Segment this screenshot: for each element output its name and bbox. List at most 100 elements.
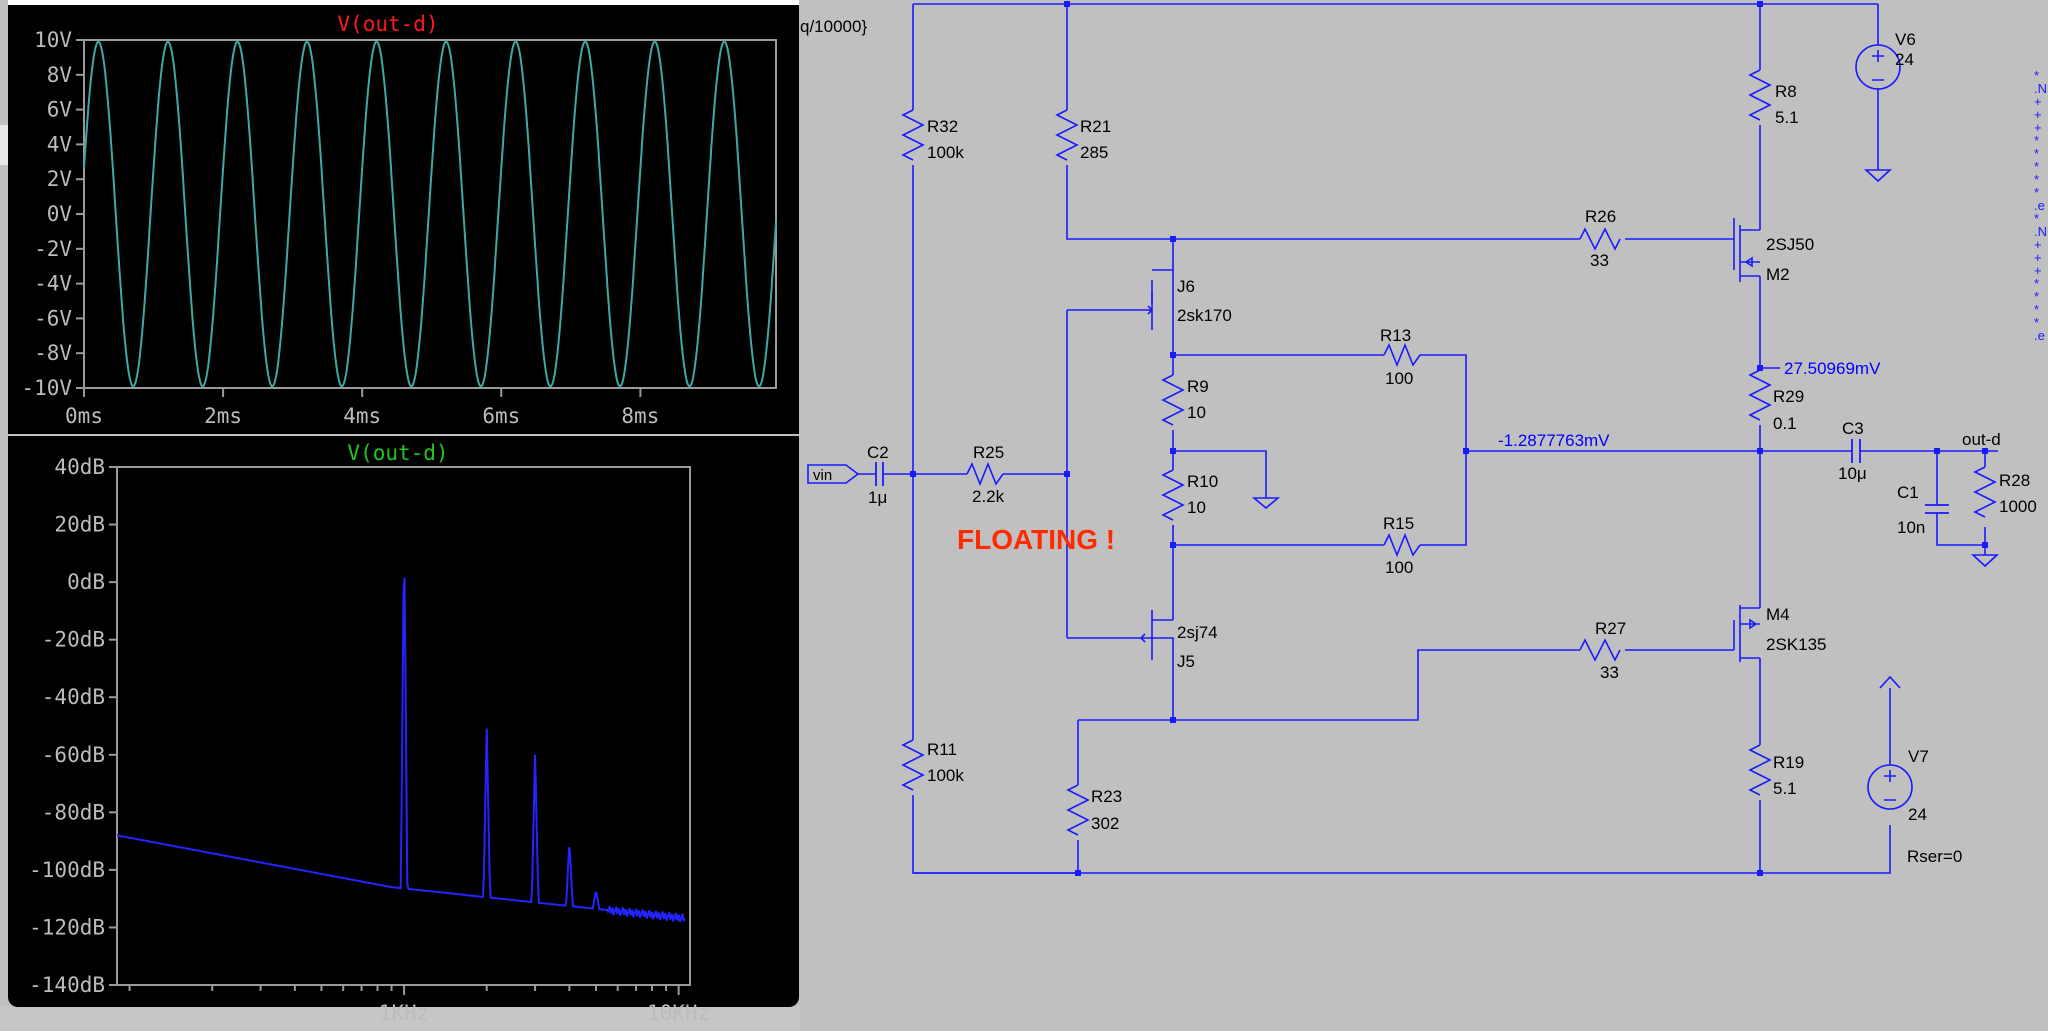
x-tick-label: 6ms: [482, 404, 520, 428]
value-V7: 24: [1908, 805, 1927, 824]
capacitor-symbols: [875, 439, 1949, 514]
M4-symbol: [1733, 605, 1761, 662]
spice-fragment: *: [2034, 185, 2039, 200]
vin-port[interactable]: vin: [807, 464, 860, 484]
R8-symbol: [1748, 69, 1772, 121]
y-tick-label: 20dB: [54, 513, 105, 537]
x-tick-label: 8ms: [621, 404, 659, 428]
y-tick-label: -2V: [34, 237, 72, 261]
spice-directive-fragments: *.N+++*****.e*.N+++****.e: [2034, 68, 2047, 343]
background-window-edge-bottom: [0, 1006, 800, 1031]
R15-symbol: [1383, 532, 1421, 558]
label-R27: R27: [1595, 619, 1626, 638]
label-R19: R19: [1773, 753, 1804, 772]
label-R11: R11: [927, 740, 957, 759]
value-R10: 10: [1187, 498, 1206, 517]
label-R8: R8: [1775, 82, 1797, 101]
y-tick-label: 8V: [47, 63, 73, 87]
label-R9: R9: [1187, 377, 1209, 396]
resistor-symbols: [901, 69, 1997, 836]
label-V7: V7: [1908, 747, 1929, 766]
value-C2: 1μ: [868, 488, 887, 507]
background-window-edge: [0, 125, 8, 165]
y-tick-label: -80dB: [42, 800, 105, 824]
label-out-d: out-d: [1962, 430, 2001, 449]
label-R29: R29: [1773, 387, 1804, 406]
node-voltage-mid: -1.2877763mV: [1498, 431, 1610, 450]
value-R28: 1000: [1999, 497, 2037, 516]
fft-plot-title: V(out-d): [347, 441, 448, 465]
y-tick-label: 6V: [47, 98, 73, 122]
y-tick-label: -100dB: [29, 858, 105, 882]
value-C3: 10μ: [1838, 464, 1867, 483]
x-tick-label: 2ms: [204, 404, 242, 428]
C2-symbol: [875, 462, 884, 486]
partial-directive-text: q/10000}: [800, 17, 867, 36]
node-voltage-m2: 27.50969mV: [1784, 359, 1881, 378]
label-R21: R21: [1080, 117, 1111, 136]
value-J5: 2sj74: [1177, 623, 1218, 642]
value-V6: 24: [1895, 50, 1914, 69]
R27-symbol: [1579, 638, 1621, 662]
label-M4-part: 2SK135: [1766, 635, 1827, 654]
y-tick-label: 40dB: [54, 455, 105, 479]
x-tick-label: 4ms: [343, 404, 381, 428]
label-R28: R28: [1999, 471, 2030, 490]
x-tick-label: 0ms: [65, 404, 103, 428]
y-tick-label: 2V: [47, 167, 73, 191]
y-tick-label: 4V: [47, 132, 73, 156]
R19-symbol: [1748, 744, 1772, 796]
floating-warning: FLOATING !: [957, 524, 1115, 555]
component-labels: R32 100k R21 285 R8 5.1 V6 24 R26 33 2SJ…: [867, 30, 2037, 866]
spice-fragment: *: [2034, 211, 2039, 226]
spice-fragment: +: [2034, 94, 2042, 109]
spice-fragment: *: [2034, 289, 2039, 304]
value-R8: 5.1: [1775, 108, 1799, 127]
voltage-sources: [1855, 44, 1913, 810]
M2-symbol: [1733, 218, 1761, 282]
label-rser: Rser=0: [1907, 847, 1962, 866]
waveform-plot-title: V(out-d): [337, 12, 438, 36]
label-M2-part: 2SJ50: [1766, 235, 1814, 254]
spice-fragment: +: [2034, 250, 2042, 265]
spice-fragment: *: [2034, 302, 2039, 317]
R25-symbol: [966, 461, 1004, 487]
spice-fragment: +: [2034, 237, 2042, 252]
value-R9: 10: [1187, 403, 1206, 422]
R26-symbol: [1579, 227, 1621, 251]
waveform-trace: [83, 40, 777, 388]
spice-fragment: +: [2034, 263, 2042, 278]
R10-symbol: [1161, 469, 1185, 521]
spice-fragment: .N: [2034, 81, 2047, 96]
label-R26: R26: [1585, 207, 1616, 226]
R9-symbol: [1161, 374, 1185, 426]
spice-fragment: .e: [2034, 198, 2045, 213]
value-R15: 100: [1385, 558, 1413, 577]
y-tick-label: 0V: [47, 202, 73, 226]
spice-fragment: +: [2034, 107, 2042, 122]
spice-fragment: *: [2034, 159, 2039, 174]
y-tick-label: -20dB: [42, 628, 105, 652]
fft-plot: V(out-d) 40dB20dB0dB-20dB-40dB-60dB-80dB…: [29, 441, 710, 1025]
label-R10: R10: [1187, 472, 1218, 491]
spice-fragment: *: [2034, 172, 2039, 187]
schematic-wires: [858, 3, 2000, 874]
R23-symbol: [1066, 784, 1090, 836]
R29-symbol: [1748, 369, 1772, 421]
R32-symbol: [901, 109, 925, 161]
fft-trace: [116, 577, 686, 923]
V7-symbol: [1867, 764, 1913, 810]
y-tick-label: -4V: [34, 272, 72, 296]
label-C3: C3: [1842, 419, 1864, 438]
spice-fragment: *: [2034, 68, 2039, 83]
label-R15: R15: [1383, 514, 1414, 533]
label-V6: V6: [1895, 30, 1916, 49]
fft-plot-frame: [116, 466, 691, 986]
C1-symbol: [1925, 504, 1949, 514]
label-M2: M2: [1766, 265, 1790, 284]
